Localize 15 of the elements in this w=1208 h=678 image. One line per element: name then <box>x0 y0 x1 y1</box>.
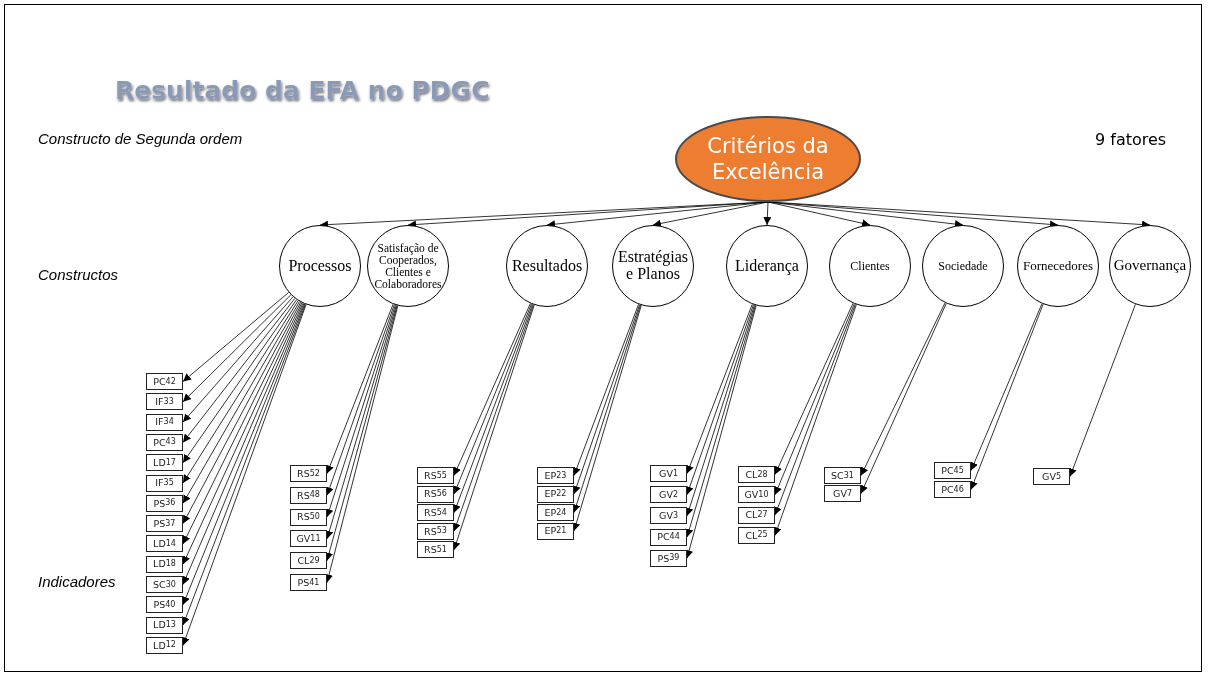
criterion-ellipse: Critérios da Excelência <box>675 116 861 202</box>
construct-circle: Fornecedores <box>1017 225 1099 307</box>
construct-circle: Clientes <box>829 225 911 307</box>
construct-circle: Sociedade <box>922 225 1004 307</box>
construct-circle: Governança <box>1109 225 1191 307</box>
title: Resultado da EFA no PDGC <box>115 76 490 105</box>
factor-count-label: 9 fatores <box>1095 130 1167 149</box>
level-label: Constructo de Segunda ordem <box>38 130 243 147</box>
construct-circle: Liderança <box>726 225 808 307</box>
construct-circle: Estratégias e Planos <box>612 225 694 307</box>
construct-circle: Satisfação de Cooperados, Clientes e Colaboradores <box>367 225 449 307</box>
level-label: Indicadores <box>38 573 116 590</box>
level-label: Constructos <box>38 266 119 283</box>
construct-circle: Processos <box>279 225 361 307</box>
construct-circle: Resultados <box>506 225 588 307</box>
